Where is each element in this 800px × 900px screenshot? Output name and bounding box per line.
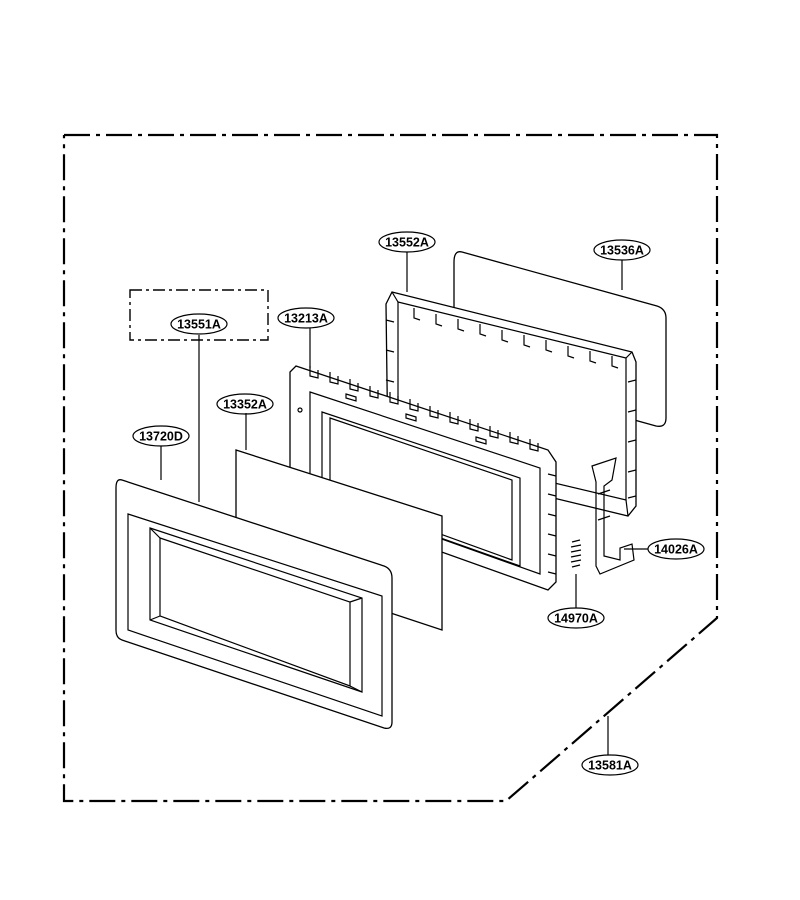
callout-14970A: 14970A: [547, 607, 605, 629]
callout-13213A: 13213A: [277, 307, 335, 329]
callout-label-door-screen: 13352A: [223, 398, 267, 412]
callout-13581A: 13581A: [581, 754, 639, 776]
callout-label-latch-hook: 14026A: [654, 543, 698, 557]
assembly-boundary: [62, 133, 719, 803]
callout-label-door-panel: 13213A: [284, 312, 328, 326]
callout-13352A: 13352A: [216, 393, 274, 415]
door-panel-part: [289, 365, 557, 591]
callout-13551A: 13551A: [170, 313, 228, 335]
latch-hook-part: [591, 457, 635, 575]
door-choke-dashed-box: [129, 289, 269, 341]
callout-label-door-choke: 13551A: [177, 318, 221, 332]
callout-13536A: 13536A: [593, 239, 651, 261]
callout-label-latch-spring: 14970A: [554, 612, 598, 626]
callout-13552A: 13552A: [378, 231, 436, 253]
callout-label-window-glass: 13536A: [600, 244, 644, 258]
callout-label-door-frame-front: 13720D: [139, 430, 183, 444]
leader-lines: [160, 252, 648, 755]
door-frame-front-part: [115, 479, 393, 730]
callout-13720D: 13720D: [132, 425, 190, 447]
callout-label-door-assembly: 13581A: [588, 759, 632, 773]
latch-spring-part: [570, 539, 582, 568]
callout-14026A: 14026A: [647, 538, 705, 560]
callout-label-door-frame-back: 13552A: [385, 236, 429, 250]
